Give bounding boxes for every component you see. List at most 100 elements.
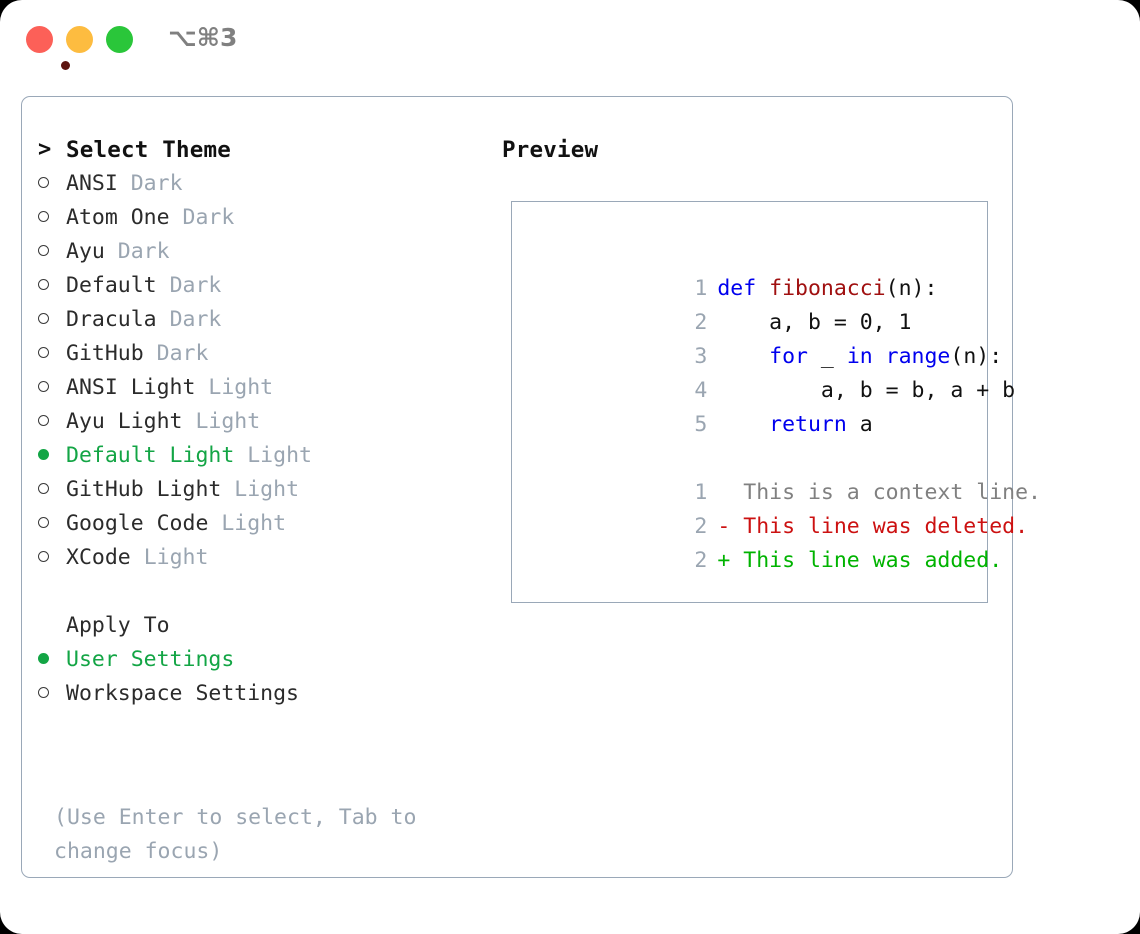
code-token: for [769, 344, 808, 369]
window-titlebar: ⌥⌘3 [0, 0, 1140, 78]
diff-line-added: 2 + This line was added. [530, 510, 1002, 573]
theme-tag: Light [143, 545, 209, 570]
code-token: return [769, 412, 847, 437]
radio-icon[interactable] [38, 167, 62, 201]
preview-title: Preview [502, 137, 599, 163]
code-token: range [885, 344, 951, 369]
radio-icon[interactable] [38, 303, 62, 337]
radio-icon[interactable] [38, 371, 62, 405]
apply-to-title: Apply To [66, 613, 170, 638]
theme-tag: Dark [156, 341, 209, 366]
apply-to-option-user-settings[interactable]: User Settings [38, 643, 488, 677]
radio-icon[interactable] [38, 677, 62, 711]
radio-icon[interactable] [38, 201, 62, 235]
radio-icon[interactable] [38, 235, 62, 269]
theme-name: Ayu [66, 239, 105, 264]
page-title: Select Theme [66, 137, 231, 163]
theme-name: Dracula [66, 307, 157, 332]
radio-icon[interactable] [38, 405, 62, 439]
spacer [38, 575, 488, 609]
code-token: def [717, 276, 770, 301]
keyboard-hint-text: (Use Enter to select, Tab to change focu… [54, 805, 430, 864]
minimize-button[interactable] [66, 26, 93, 53]
code-token: fibonacci [769, 276, 886, 301]
code-token [873, 344, 886, 369]
theme-picker-header: > Select Theme [38, 133, 488, 167]
diff-marker: + [717, 548, 731, 573]
diff-text: This line was added. [743, 548, 1003, 573]
theme-name: GitHub [66, 341, 144, 366]
radio-icon[interactable] [38, 269, 62, 303]
theme-tag: Dark [169, 273, 222, 298]
theme-tag: Dark [130, 171, 183, 196]
apply-to-option-label: Workspace Settings [66, 681, 299, 706]
code-token: a, b = b, a + b [717, 378, 1016, 403]
theme-list-item-atom-one[interactable]: Atom One Dark [38, 201, 488, 235]
theme-list-item-ansi[interactable]: ANSI Dark [38, 167, 488, 201]
preview-box: 1 def fibonacci(n): 2 a, b = 0, 1 3 for _… [511, 201, 1041, 603]
line-number: 2 [694, 548, 708, 573]
code-line: 5 return a [530, 374, 981, 437]
line-number: 2 [694, 514, 708, 539]
theme-name: Atom One [66, 205, 170, 230]
close-button[interactable] [26, 26, 70, 70]
theme-list-item-ayu[interactable]: Ayu Dark [38, 235, 488, 269]
diff-text: This is a context line. [743, 480, 1041, 505]
theme-name: ANSI [66, 171, 118, 196]
diff-line-deleted: 2- This line was deleted. [530, 476, 1028, 539]
code-sample: 1 def fibonacci(n): 2 a, b = 0, 1 3 for _… [530, 238, 1041, 573]
theme-name: GitHub Light [66, 477, 222, 502]
line-number: 5 [694, 412, 708, 437]
code-token: (n): [885, 276, 938, 301]
code-line: 4 a, b = b, a + b [530, 340, 1015, 403]
theme-picker-panel: > Select Theme ANSI Dark Atom One Dark A… [38, 133, 488, 864]
theme-list-item-dracula[interactable]: Dracula Dark [38, 303, 488, 337]
theme-name: Ayu Light [66, 409, 183, 434]
code-line: 1 def fibonacci(n): [530, 238, 981, 301]
theme-name: ANSI Light [66, 375, 196, 400]
line-number: 4 [694, 378, 708, 403]
theme-list-item-ansi-light[interactable]: ANSI Light Light [38, 371, 488, 405]
theme-name: XCode [66, 545, 131, 570]
theme-list-item-github[interactable]: GitHub Dark [38, 337, 488, 371]
code-token [717, 344, 769, 369]
radio-icon-selected[interactable] [38, 643, 62, 677]
theme-name: Default [66, 273, 157, 298]
radio-icon[interactable] [38, 541, 62, 575]
theme-list-item-ayu-light[interactable]: Ayu Light Light [38, 405, 488, 439]
theme-list-item-google-code[interactable]: Google Code Light [38, 507, 488, 541]
code-token: a [846, 412, 873, 437]
line-number: 3 [694, 344, 708, 369]
apply-to-option-workspace-settings[interactable]: Workspace Settings [38, 677, 488, 711]
radio-icon[interactable] [38, 337, 62, 371]
diff-line-context: 1 This is a context line. [530, 442, 1041, 505]
theme-list-item-github-light[interactable]: GitHub Light Light [38, 473, 488, 507]
line-number: 2 [694, 310, 708, 335]
line-number: 1 [694, 276, 708, 301]
theme-name: Default Light [66, 443, 235, 468]
radio-icon[interactable] [38, 507, 62, 541]
theme-tag: Light [247, 443, 312, 468]
theme-list-item-xcode[interactable]: XCode Light [38, 541, 488, 575]
code-token: in [846, 344, 873, 369]
diff-marker [717, 480, 730, 505]
maximize-button[interactable] [106, 26, 133, 53]
theme-tag: Light [221, 511, 287, 536]
theme-name: Google Code [66, 511, 209, 536]
apply-to-header: Apply To [38, 609, 488, 643]
code-token: a, b = 0, 1 [717, 310, 912, 335]
theme-tag: Dark [117, 239, 170, 264]
code-token: _ [807, 344, 847, 369]
theme-tag: Light [208, 375, 274, 400]
theme-list-item-default[interactable]: Default Dark [38, 269, 488, 303]
theme-list-item-default-light[interactable]: Default Light Light [38, 439, 488, 473]
theme-tag: Dark [169, 307, 222, 332]
dialog-frame: > Select Theme ANSI Dark Atom One Dark A… [21, 96, 1041, 878]
code-line: 2 a, b = 0, 1 [530, 272, 981, 335]
keyboard-shortcut-label: ⌥⌘3 [168, 23, 238, 52]
radio-icon-selected[interactable] [38, 439, 62, 473]
prompt-caret-icon: > [38, 137, 52, 162]
radio-icon[interactable] [38, 473, 62, 507]
theme-tag: Dark [182, 205, 235, 230]
